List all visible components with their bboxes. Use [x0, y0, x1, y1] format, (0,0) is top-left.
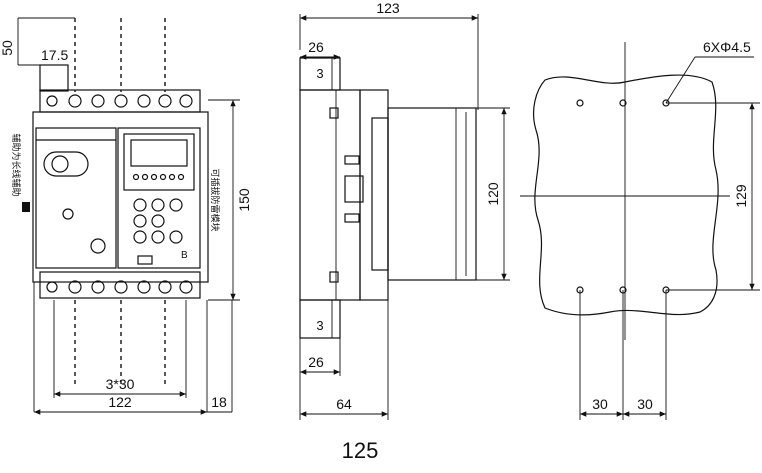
dim-body-height: 120 [485, 182, 501, 206]
bottom-terminal-strip [39, 271, 201, 299]
side-front-section [299, 89, 361, 301]
dim-hole-spacing-right: 30 [637, 396, 653, 412]
display-frame [123, 133, 195, 191]
dim-hole-spacing-left: 30 [592, 396, 608, 412]
front-view: 50 17.5 [0, 17, 252, 415]
dim-top-height: 50 [0, 40, 15, 56]
phase-lines-bottom [74, 300, 166, 385]
b-label: B [181, 250, 188, 261]
side-note-right: 可插拔防雷模块 [209, 168, 221, 231]
bottom-terminals [46, 280, 193, 294]
page-footer-number: 125 [342, 438, 379, 463]
dim-terminal-width: 17.5 [41, 47, 68, 63]
front-body [32, 111, 209, 283]
side-note-vertical: 辅助为长线辅助 [10, 133, 22, 196]
side-view: 123 26 3 3 26 64 [299, 0, 510, 420]
side-bottom-terminal [299, 299, 341, 339]
port [137, 255, 153, 265]
left-module [35, 127, 117, 269]
side-rail [371, 117, 389, 271]
dim-top-small: 3 [316, 66, 323, 81]
keypad-buttons [133, 198, 183, 244]
dim-top-offset: 26 [308, 39, 324, 55]
hole-note: 6XΦ4.5 [703, 39, 751, 55]
dim-base-depth: 64 [336, 396, 352, 412]
aux-contact [22, 202, 30, 212]
toggle-switch [43, 151, 89, 177]
dim-total-depth: 123 [376, 0, 400, 16]
side-clip [344, 175, 364, 203]
dim-bottom-offset: 26 [308, 354, 324, 370]
controller-module [117, 127, 201, 269]
reset-knob [90, 238, 106, 254]
mounting-view: 6XΦ4.5 129 30 30 [520, 39, 760, 420]
side-rear-section [387, 107, 477, 281]
top-terminals [46, 94, 193, 108]
dim-bottom-small: 3 [316, 318, 323, 333]
lcd-screen [130, 139, 188, 167]
top-terminal-strip [39, 89, 201, 113]
dim-height: 150 [236, 188, 252, 212]
led-row [132, 173, 185, 181]
terminal-tab [39, 64, 69, 92]
indicator-hole [62, 208, 74, 220]
dim-hole-vertical: 129 [733, 184, 749, 208]
mounting-holes [576, 99, 670, 294]
dim-side-offset: 18 [211, 394, 227, 410]
mounting-panel-outline [533, 74, 719, 316]
dim-width: 122 [108, 394, 132, 410]
side-mid-section [359, 89, 389, 301]
dim-pole-spacing: 3*30 [106, 376, 135, 392]
phase-lines-top [74, 18, 166, 92]
